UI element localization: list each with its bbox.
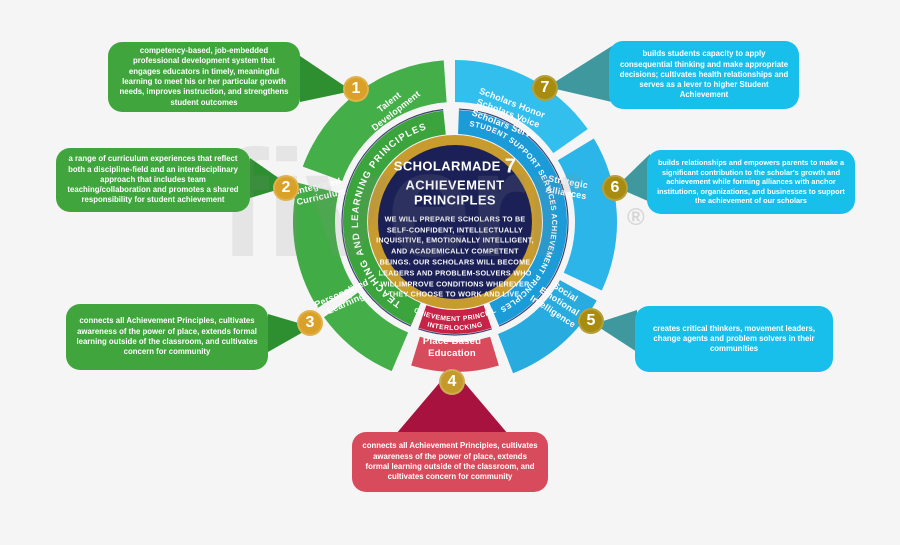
ring-outline-2 — [418, 328, 492, 336]
center-title-main: SCHOLARMADE — [393, 158, 501, 174]
connector-5 — [594, 310, 637, 352]
callout-5-social-emotional-intelligence: creates critical thinkers, movement lead… — [635, 306, 833, 372]
badge-4: 4 — [439, 369, 465, 395]
center-circle-text: SCHOLARMADE 7 ACHIEVEMENT PRINCIPLES WE … — [376, 155, 534, 300]
callout-6-strategic-alliances: builds relationships and empowers parent… — [647, 150, 855, 214]
callout-1-talent-development: competency-based, job-embedded professio… — [108, 42, 300, 112]
wheel-segment-2 — [292, 182, 354, 308]
center-title: SCHOLARMADE 7 — [376, 155, 534, 178]
callout-2-integrated-curriculum: a range of curriculum experiences that r… — [56, 148, 250, 212]
badge-2: 2 — [273, 175, 299, 201]
badge-3: 3 — [297, 310, 323, 336]
wheel-segment-4 — [411, 336, 499, 373]
connector-4 — [396, 368, 508, 434]
connector-3 — [268, 314, 312, 352]
center-title-line2: ACHIEVEMENT PRINCIPLES — [405, 177, 505, 208]
ring-outline-1 — [458, 108, 569, 327]
badge-7: 7 — [532, 75, 558, 101]
center-circle — [378, 145, 532, 299]
badge-1: 1 — [343, 76, 369, 102]
wheel-segment-1 — [302, 60, 447, 181]
callout-4-place-based-education: connects all Achievement Principles, cul… — [352, 432, 548, 492]
segment-label-place-based-education: Place Based Education — [422, 336, 482, 359]
connector-7 — [547, 46, 612, 102]
callout-3-personalized-learning: connects all Achievement Principles, cul… — [66, 304, 268, 370]
wheel-segment-7 — [455, 60, 588, 154]
wheel-segment-5 — [498, 280, 597, 374]
ring-text-interlocking-1: INTERLOCKING — [426, 321, 483, 332]
center-mission-text: WE WILL PREPARE SCHOLARS TO BE SELF-CONF… — [376, 214, 534, 299]
callout-7-scholars: builds students capacity to apply conseq… — [609, 41, 799, 109]
badge-6: 6 — [602, 175, 628, 201]
ring-band-interlocking — [418, 305, 492, 335]
ring-band-teaching — [342, 110, 446, 326]
ring-outline-0 — [341, 109, 444, 327]
ring-band-student-support — [458, 110, 568, 326]
badge-5: 5 — [578, 308, 604, 334]
ring-text-interlocking-1-text: INTERLOCKING — [426, 321, 483, 332]
connector-1 — [300, 56, 352, 102]
wheel-segment-3 — [323, 292, 409, 372]
center-title-number: 7 — [504, 155, 517, 178]
wheel-segment-6 — [557, 138, 617, 291]
